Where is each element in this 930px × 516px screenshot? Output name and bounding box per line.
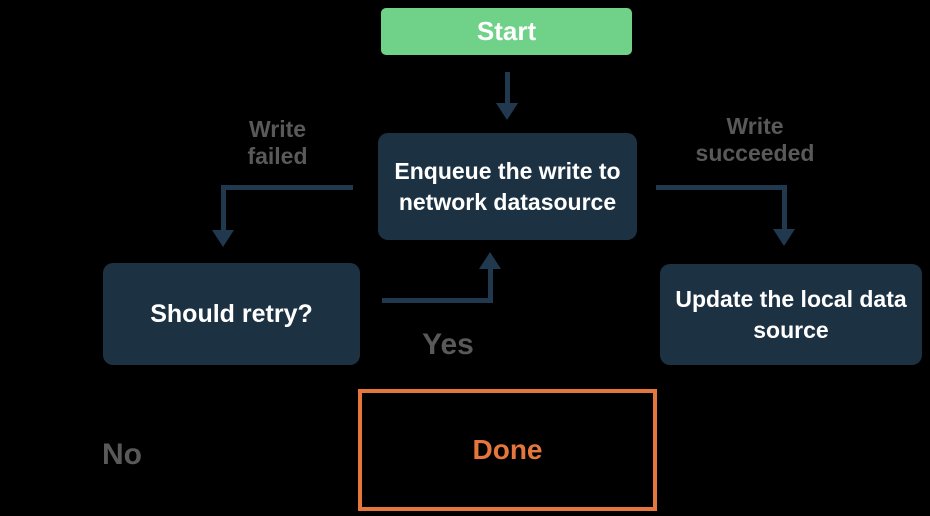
edge-segment [656,185,786,190]
edge-segment [223,185,353,190]
node-done-label: Done [472,434,543,465]
node-enqueue-write: Enqueue the write to network datasource [378,133,637,240]
node-should-retry-label: Should retry? [150,299,313,328]
node-update-local-label: Update the local data source [675,285,907,343]
edge-label-yes: Yes [422,328,474,361]
edge-segment [488,268,493,303]
node-start-label: Start [476,16,537,46]
arrowhead-down-icon [773,229,795,246]
arrowhead-down-icon [212,230,234,247]
edge-segment [221,185,226,231]
edge-label-write-failed: Write failed [247,116,308,169]
edge-segment [382,298,493,303]
edge-label-no: No [102,438,142,471]
edge-label-write-succeeded: Write succeeded [695,113,815,166]
arrowhead-up-icon [479,252,501,269]
node-update-local: Update the local data source [660,264,922,365]
node-done: Done [358,389,657,511]
edge-segment [505,72,510,105]
edge-segment [782,185,787,230]
node-enqueue-write-label: Enqueue the write to network datasource [394,157,621,215]
node-should-retry: Should retry? [103,263,360,365]
node-start: Start [381,8,632,55]
arrowhead-down-icon [496,103,518,120]
